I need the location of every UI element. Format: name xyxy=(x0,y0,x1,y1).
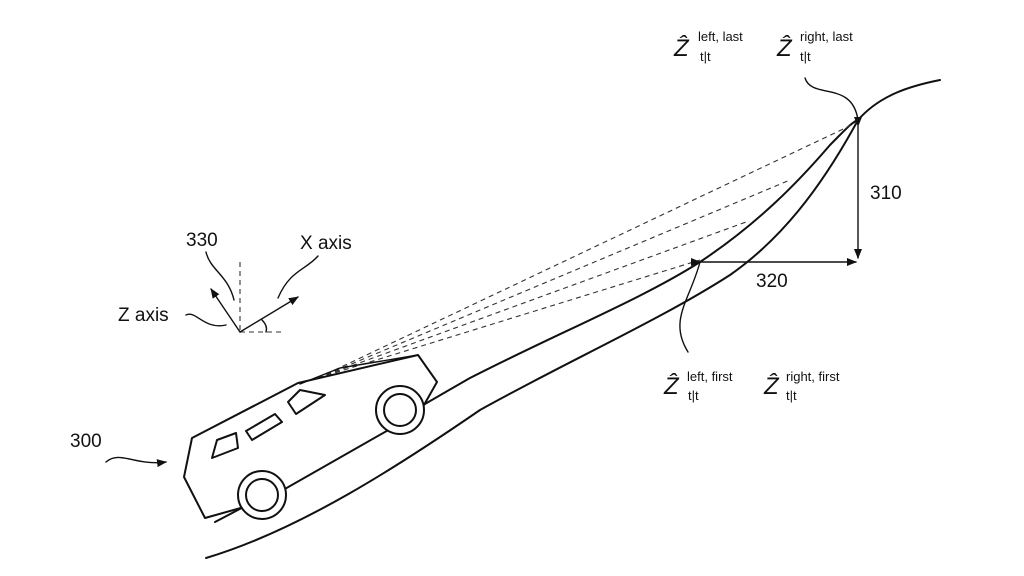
first-estimate-leader xyxy=(679,261,701,353)
z-hat-symbol: Ẑ xyxy=(673,35,690,62)
vehicle-window xyxy=(245,413,283,441)
height-ref-label: 310 xyxy=(870,183,902,204)
distance-ref-label: 320 xyxy=(756,271,788,292)
vehicle-wheel-front xyxy=(375,385,425,435)
x-axis-label: X axis xyxy=(300,233,352,254)
x-axis-arrow xyxy=(239,296,299,333)
z-hat-symbol: Ẑ xyxy=(776,35,793,62)
vehicle-ref-arrow xyxy=(105,456,167,468)
last-estimate-leader xyxy=(804,77,859,121)
estimate-right-first: Ẑ right, first t|t xyxy=(763,369,840,403)
vehicle-window xyxy=(211,432,239,459)
z-axis-arrow xyxy=(210,288,241,333)
estimate-superscript: right, last xyxy=(800,29,853,44)
sight-line xyxy=(317,259,701,379)
axes-indicator xyxy=(210,262,299,333)
road-lower-edge xyxy=(205,119,859,559)
z-hat-symbol: Ẑ xyxy=(763,373,780,400)
estimate-superscript: right, first xyxy=(786,369,840,384)
estimate-left-last: Ẑ left, last t|t xyxy=(673,29,743,64)
vehicle-window xyxy=(287,389,326,415)
z-hat-symbol: Ẑ xyxy=(663,373,680,400)
vehicle-ref-label: 300 xyxy=(70,431,102,452)
axes-ref-label: 330 xyxy=(186,230,218,251)
estimate-subscript: t|t xyxy=(688,388,699,403)
estimate-superscript: left, first xyxy=(687,369,733,384)
vehicle-wheel-rear xyxy=(237,470,287,520)
x-axis-leader xyxy=(277,255,319,299)
sight-line xyxy=(317,121,859,379)
axes-ref-leader xyxy=(205,251,235,301)
estimate-right-last: Ẑ right, last t|t xyxy=(776,29,853,64)
estimate-subscript: t|t xyxy=(800,49,811,64)
sight-line xyxy=(317,179,791,379)
vehicle xyxy=(183,354,438,520)
estimate-subscript: t|t xyxy=(700,49,711,64)
estimate-subscript: t|t xyxy=(786,388,797,403)
angle-arc xyxy=(261,319,268,333)
vehicle-roof-line xyxy=(299,354,419,385)
z-axis-label: Z axis xyxy=(118,305,169,326)
sight-line xyxy=(317,221,747,379)
sight-lines xyxy=(317,121,859,379)
z-axis-leader xyxy=(185,313,227,327)
estimate-left-first: Ẑ left, first t|t xyxy=(663,369,733,403)
estimate-superscript: left, last xyxy=(698,29,743,44)
